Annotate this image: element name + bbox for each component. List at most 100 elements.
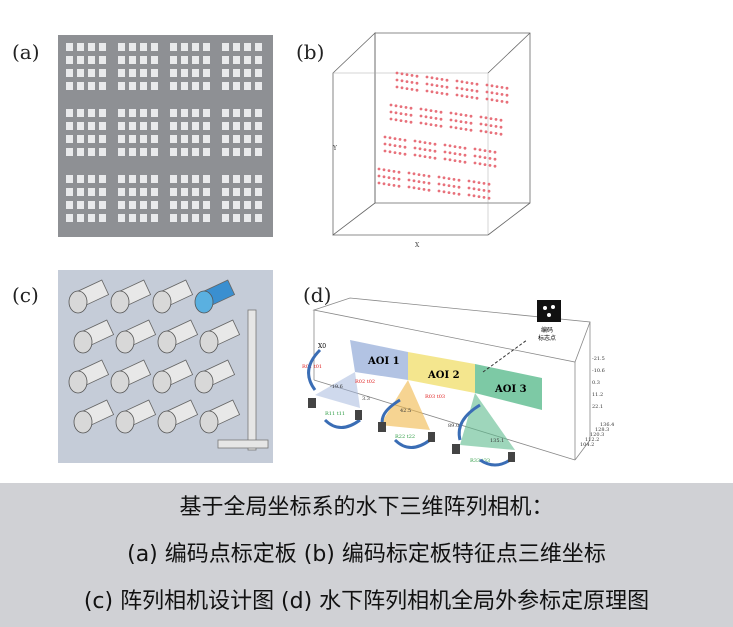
- plate-hole: [181, 122, 188, 130]
- feature-point: [387, 176, 391, 180]
- feature-point: [412, 186, 416, 190]
- camera: [194, 279, 236, 314]
- feature-point: [387, 183, 391, 187]
- feature-point: [489, 124, 493, 127]
- plate-hole: [255, 43, 262, 51]
- feature-point: [395, 78, 399, 82]
- plate-hole: [170, 69, 177, 77]
- plate-hole: [140, 135, 147, 143]
- plate-hole: [192, 135, 199, 143]
- right-tick-label: 22.1: [592, 404, 603, 410]
- plate-hole: [129, 109, 136, 117]
- calibration-plate-photo: [58, 35, 273, 237]
- feature-point: [460, 94, 464, 98]
- feature-point: [499, 132, 503, 136]
- plate-hole: [99, 175, 106, 183]
- plate-hole: [129, 214, 136, 222]
- feature-point: [382, 182, 386, 186]
- plate-hole: [118, 135, 125, 143]
- aoi-2-label: AOI 2: [427, 370, 460, 381]
- plate-hole: [118, 122, 125, 130]
- feature-point: [487, 182, 491, 186]
- plate-hole: [77, 82, 84, 90]
- feature-point: [455, 93, 459, 97]
- feature-point: [443, 143, 447, 147]
- camera: [115, 399, 157, 434]
- plate-hole: [66, 135, 73, 143]
- feature-point: [477, 195, 481, 199]
- feature-point: [429, 109, 433, 112]
- plate-hole: [88, 122, 95, 130]
- feature-point: [405, 87, 409, 90]
- plate-hole: [88, 135, 95, 143]
- plate-hole: [255, 214, 262, 222]
- feature-point: [453, 145, 457, 148]
- plate-hole: [118, 148, 125, 156]
- feature-point: [463, 160, 467, 164]
- feature-point: [440, 78, 444, 81]
- feature-point: [410, 81, 414, 84]
- plate-hole: [255, 109, 262, 117]
- plate-hole: [99, 69, 106, 77]
- feature-point: [425, 75, 429, 79]
- feature-point: [452, 185, 456, 188]
- plate-hole: [222, 56, 229, 64]
- plate-hole: [192, 201, 199, 209]
- feature-point: [489, 131, 493, 134]
- feature-point: [465, 81, 469, 84]
- plate-hole: [192, 188, 199, 196]
- feature-point: [410, 74, 414, 77]
- plate-hole: [192, 43, 199, 51]
- feature-point: [399, 119, 403, 122]
- plate-hole: [203, 201, 210, 209]
- plate-hole: [151, 188, 158, 196]
- plate-hole: [151, 201, 158, 209]
- plate-hole: [233, 56, 240, 64]
- plate-hole: [233, 109, 240, 117]
- feature-point: [482, 196, 486, 199]
- plate-hole: [129, 148, 136, 156]
- plate-hole: [244, 135, 251, 143]
- feature-point: [417, 187, 421, 191]
- feature-point: [419, 114, 423, 118]
- panel-a-label: (a): [12, 40, 40, 64]
- feature-point: [423, 141, 427, 144]
- plate-hole: [192, 214, 199, 222]
- feature-point: [485, 90, 489, 94]
- feature-point: [427, 181, 431, 185]
- plate-hole: [118, 43, 125, 51]
- feature-point: [407, 171, 411, 175]
- camera: [152, 279, 194, 314]
- feature-point: [453, 152, 457, 155]
- transform-label: R11 t11: [325, 411, 345, 417]
- feature-point: [505, 86, 509, 90]
- plate-hole: [99, 135, 106, 143]
- plate-hole: [181, 214, 188, 222]
- feature-point: [423, 155, 427, 159]
- plate-hole: [140, 109, 147, 117]
- feature-point: [447, 191, 451, 195]
- plate-hole: [181, 188, 188, 196]
- plate-hole: [181, 175, 188, 183]
- plate-hole: [255, 82, 262, 90]
- feature-point: [404, 120, 408, 123]
- plate-hole: [170, 188, 177, 196]
- feature-point: [407, 178, 411, 182]
- plate-hole: [118, 175, 125, 183]
- feature-point: [483, 163, 487, 167]
- feature-point: [464, 128, 468, 131]
- transform-label: R22 t22: [395, 434, 415, 440]
- plate-hole: [66, 69, 73, 77]
- feature-point: [388, 136, 392, 140]
- feature-point: [397, 170, 401, 174]
- plate-hole: [99, 82, 106, 90]
- feature-point: [419, 121, 423, 125]
- plate-hole: [170, 135, 177, 143]
- feature-point: [490, 91, 494, 95]
- y-axis-label: Y: [332, 145, 338, 152]
- feature-point: [428, 142, 432, 145]
- plate-hole: [222, 175, 229, 183]
- plate-hole: [255, 69, 262, 77]
- 3d-point-plot: Y X: [332, 32, 531, 249]
- depth-tick-label: 120.3: [590, 432, 604, 438]
